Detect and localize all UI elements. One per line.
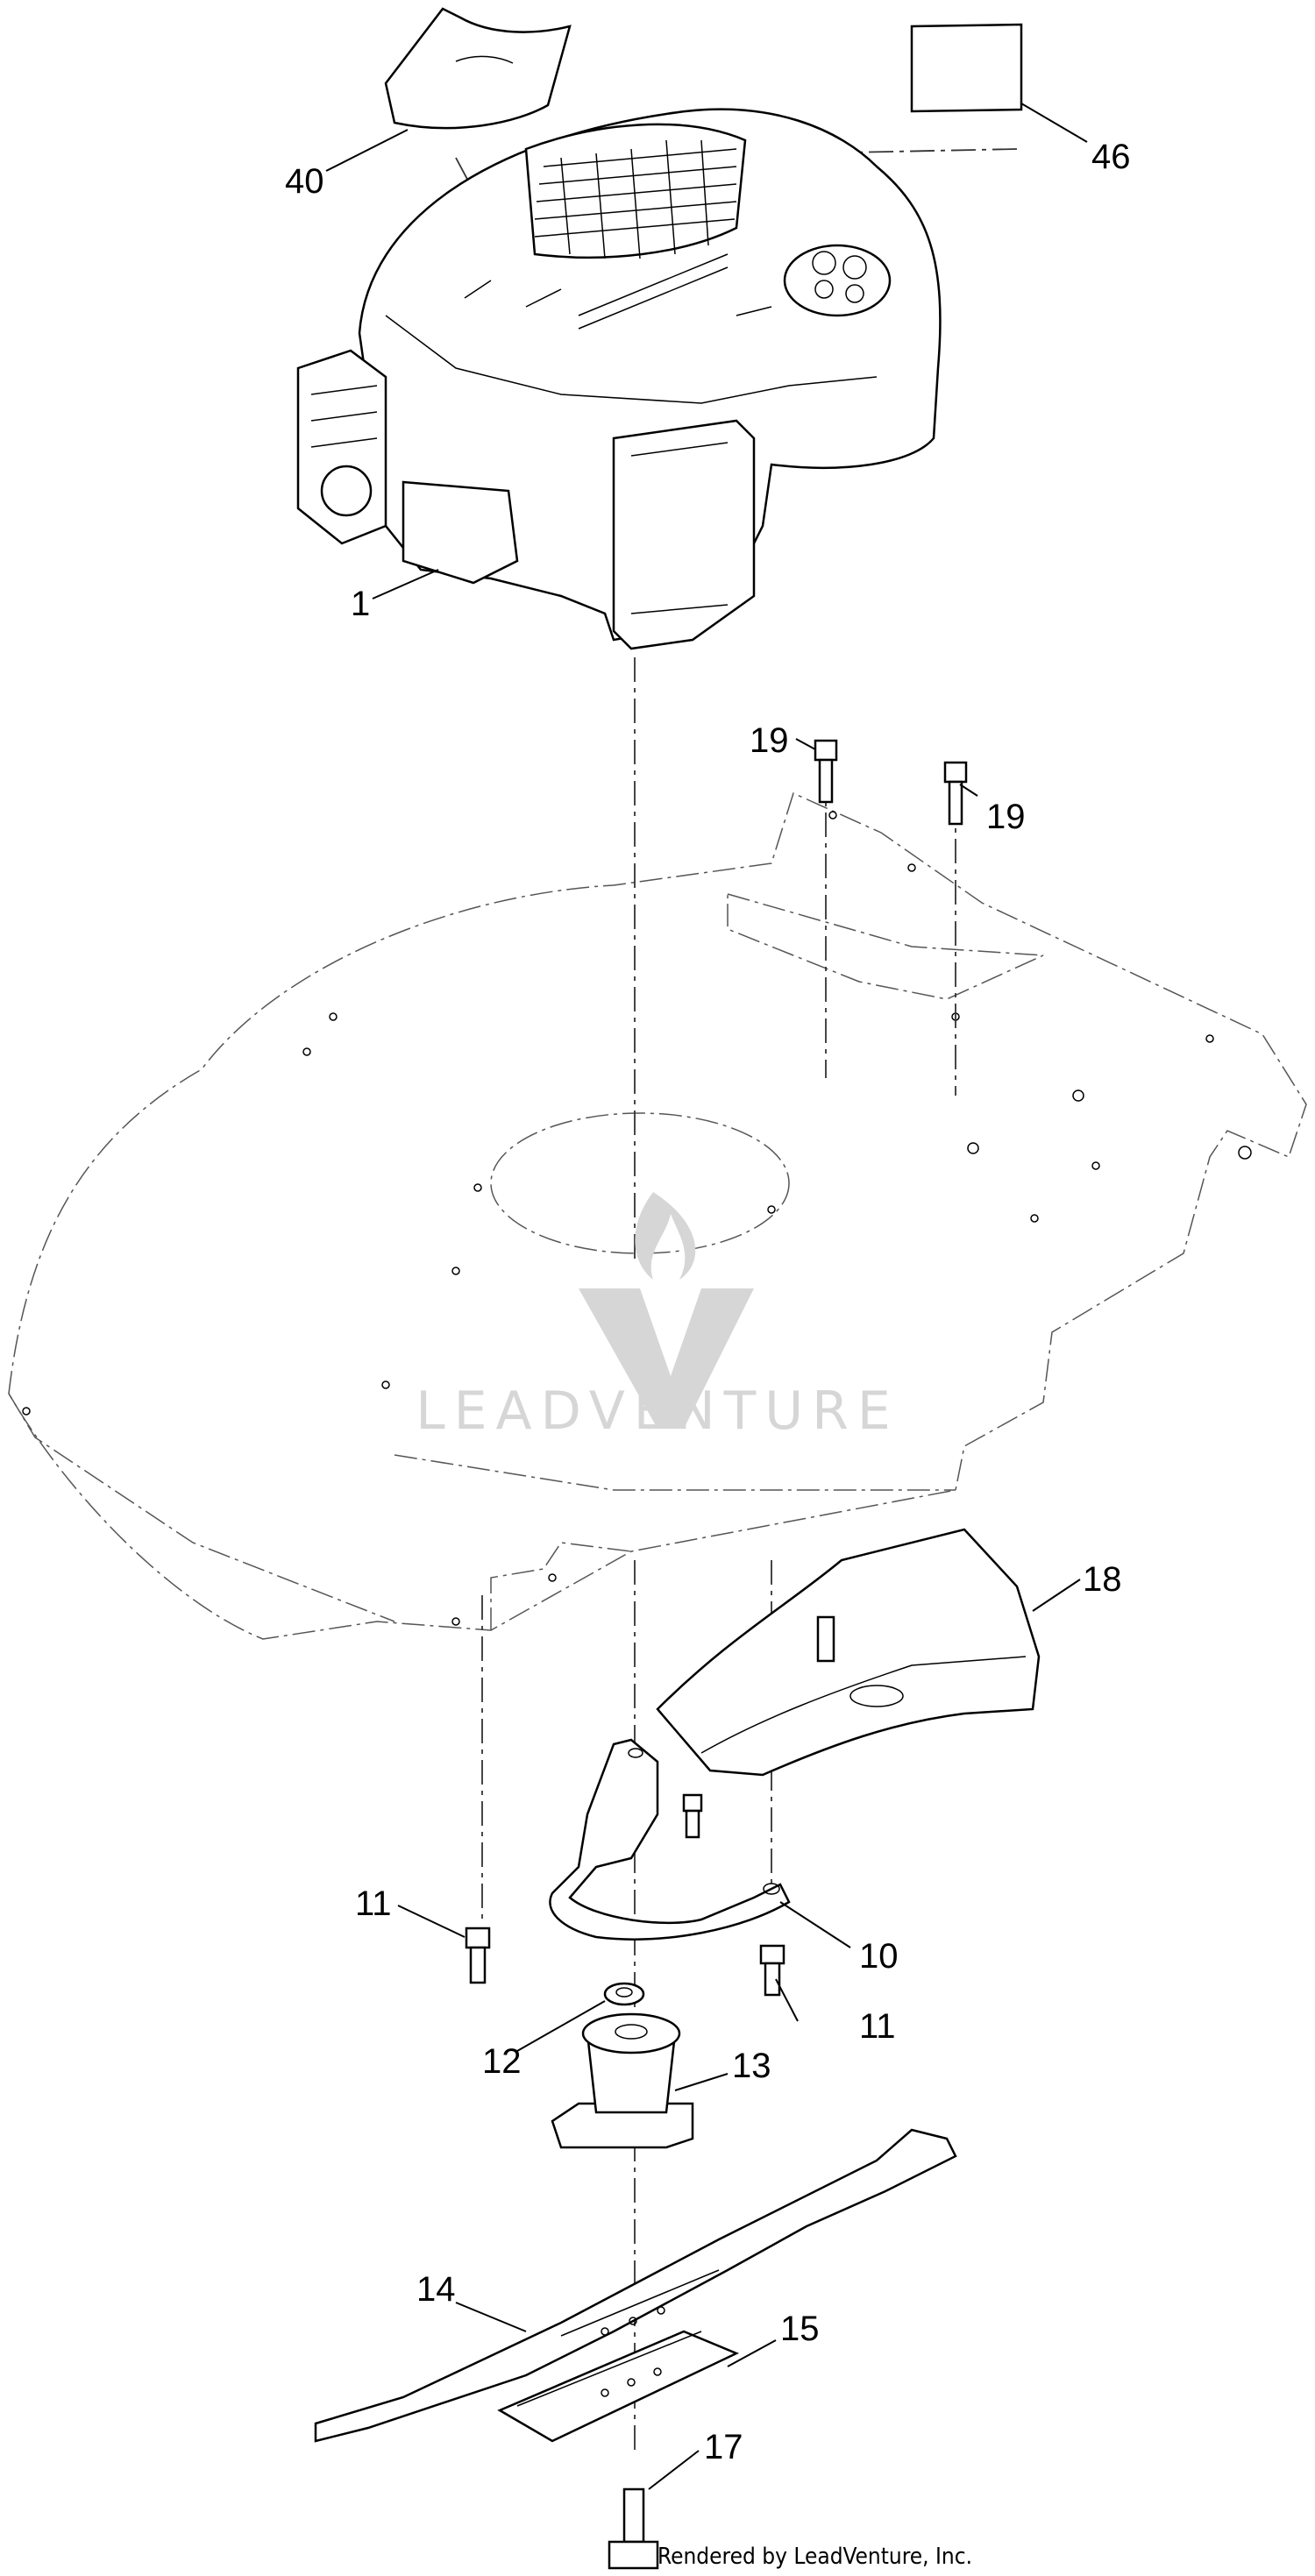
rendered-by-credit: Rendered by LeadVenture, Inc.: [658, 2544, 972, 2570]
decal-40: [384, 7, 572, 130]
blade-14: [314, 2128, 957, 2443]
leader-lines: [325, 103, 1088, 2490]
decal-46: [910, 23, 1023, 113]
callout-labels: 40 46 1 19 19 18 11 10 11 12 13 14 15 17: [285, 138, 1131, 2466]
baffle-18: [656, 1528, 1041, 1777]
callout-11-right: 11: [859, 2007, 896, 2046]
callout-11-left: 11: [355, 1884, 392, 1923]
mower-deck: [8, 791, 1307, 1640]
washer-12: [603, 1982, 645, 2006]
watermark-text: LEADVENTURE: [416, 1380, 899, 1442]
fuel-cap: [783, 244, 892, 317]
callout-46: 46: [1091, 138, 1131, 176]
callout-18: 18: [1083, 1560, 1122, 1599]
callout-10: 10: [859, 1937, 899, 1976]
bracket-10: [549, 1738, 791, 1941]
callout-12: 12: [482, 2042, 522, 2081]
callout-17: 17: [704, 2428, 743, 2466]
flame-logo-icon: [635, 1192, 696, 1280]
callout-14: 14: [416, 2270, 456, 2309]
air-filter-grille: [534, 139, 737, 259]
v-logo-icon: [579, 1288, 754, 1429]
callout-13: 13: [732, 2047, 771, 2085]
callout-19-right: 19: [986, 798, 1026, 836]
engine-assembly: [296, 108, 942, 650]
bolt-19-right: [943, 761, 968, 826]
bolt-11-right: [759, 1944, 785, 1997]
bolt-11-left: [465, 1927, 491, 1984]
bolt-17: [608, 2487, 659, 2570]
leadventure-watermark: LEADVENTURE: [416, 1192, 899, 1442]
callout-1: 1: [351, 585, 370, 623]
callout-40: 40: [285, 162, 324, 201]
bolt-19-left: [814, 739, 838, 804]
callout-15: 15: [780, 2310, 820, 2348]
deck-holes: [22, 811, 1252, 1626]
stiffener-15: [497, 2330, 740, 2443]
callout-19-left: 19: [750, 721, 789, 760]
blade-adapter-13: [551, 2012, 694, 2149]
